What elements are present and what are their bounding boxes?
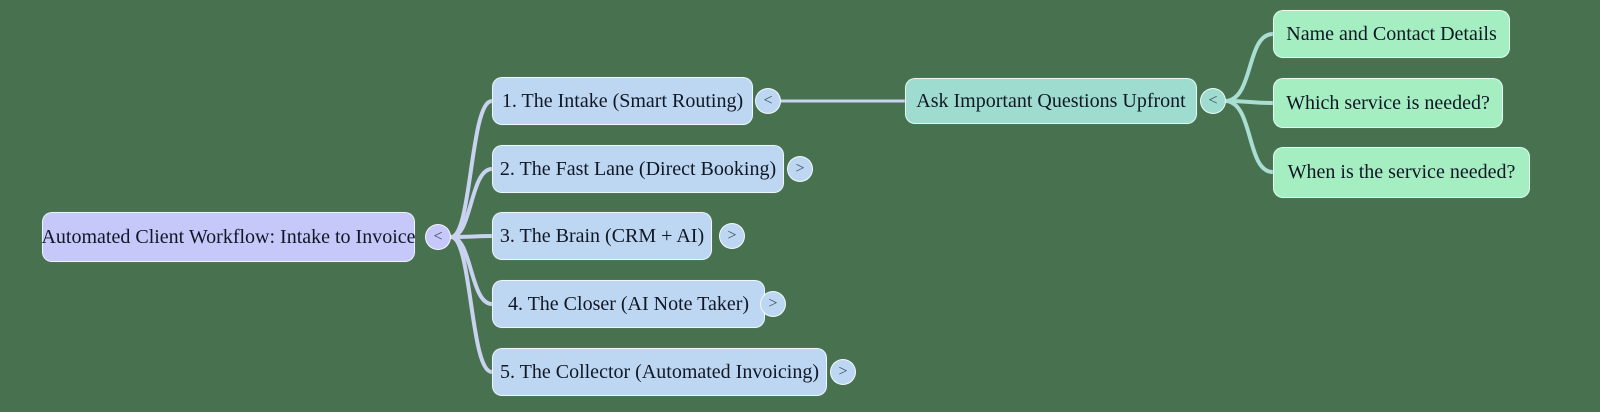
node-ask-questions[interactable]: Ask Important Questions Upfront: [905, 78, 1197, 124]
expand-toggle-fastlane[interactable]: >: [787, 156, 813, 182]
node-collector[interactable]: 5. The Collector (Automated Invoicing): [492, 348, 827, 396]
node-question-which-service[interactable]: Which service is needed?: [1273, 78, 1503, 128]
node-root-label: Automated Client Workflow: Intake to Inv…: [41, 225, 416, 248]
node-question-when-service-label: When is the service needed?: [1287, 161, 1516, 183]
link-questions-to-when: [1224, 99, 1275, 174]
node-root[interactable]: Automated Client Workflow: Intake to Inv…: [41, 212, 416, 262]
link-root-to-fastlane: [449, 167, 494, 239]
link-root-to-collector: [449, 235, 494, 374]
collapse-toggle-intake[interactable]: <: [755, 88, 781, 114]
link-root-to-intake: [449, 99, 494, 239]
node-closer[interactable]: 4. The Closer (AI Note Taker): [492, 280, 765, 328]
node-ask-questions-label: Ask Important Questions Upfront: [916, 89, 1186, 112]
link-questions-to-name: [1224, 32, 1275, 103]
node-fastlane-label: 2. The Fast Lane (Direct Booking): [499, 157, 777, 180]
node-collector-label: 5. The Collector (Automated Invoicing): [500, 360, 819, 383]
node-question-name-contact-label: Name and Contact Details: [1286, 22, 1497, 45]
questions-branch-links: [1224, 32, 1275, 174]
expand-toggle-brain[interactable]: >: [719, 223, 745, 249]
expand-toggle-collector[interactable]: >: [830, 359, 856, 385]
expand-toggle-closer[interactable]: >: [760, 291, 786, 317]
collapse-toggle-ask-questions[interactable]: <: [1200, 88, 1226, 114]
collapse-toggle-root[interactable]: <: [425, 224, 451, 250]
node-question-when-service[interactable]: When is the service needed?: [1273, 147, 1530, 198]
node-fastlane[interactable]: 2. The Fast Lane (Direct Booking): [492, 145, 784, 193]
root-branch-links: [449, 99, 494, 374]
node-intake[interactable]: 1. The Intake (Smart Routing): [492, 77, 753, 125]
node-intake-label: 1. The Intake (Smart Routing): [501, 89, 744, 112]
node-brain[interactable]: 3. The Brain (CRM + AI): [492, 212, 712, 260]
node-closer-label: 4. The Closer (AI Note Taker): [507, 292, 750, 315]
node-brain-label: 3. The Brain (CRM + AI): [499, 224, 705, 247]
node-question-which-service-label: Which service is needed?: [1286, 91, 1490, 114]
node-question-name-contact[interactable]: Name and Contact Details: [1273, 10, 1510, 58]
